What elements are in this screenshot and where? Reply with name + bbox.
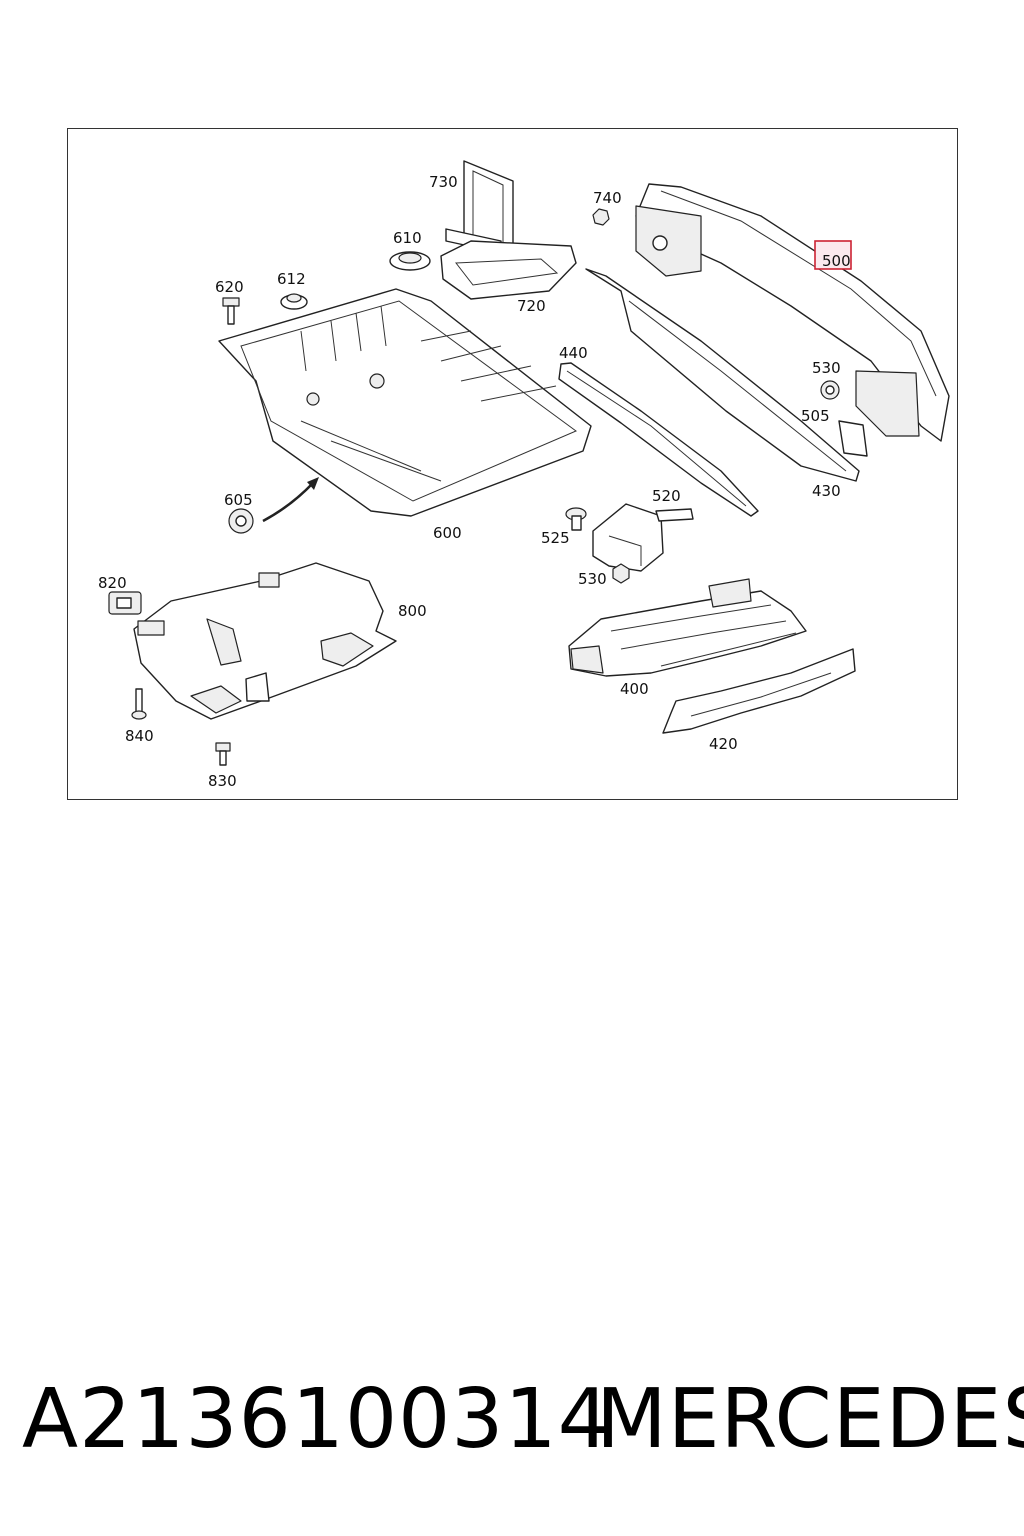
part-number: A2136100314 xyxy=(22,1372,611,1467)
part-420-sill xyxy=(662,648,856,734)
part-612-plug xyxy=(280,293,308,310)
part-525-bolt xyxy=(565,507,587,531)
highlight-box-500 xyxy=(814,240,852,270)
callout-420: 420 xyxy=(709,735,738,753)
callout-830: 830 xyxy=(208,772,237,790)
part-505-plate xyxy=(838,420,868,457)
part-610-grommet xyxy=(389,251,431,271)
brand-name: MERCEDES xyxy=(596,1372,1024,1467)
callout-605: 605 xyxy=(224,491,253,509)
part-740-nut xyxy=(592,208,610,226)
callout-800: 800 xyxy=(398,602,427,620)
part-620-bolt xyxy=(222,297,240,325)
part-600-wheel-well xyxy=(218,288,592,517)
exploded-parts-diagram: 730 740 610 620 612 720 500 440 530 505 … xyxy=(98,160,950,790)
callout-610: 610 xyxy=(393,229,422,247)
part-500-rear-panel xyxy=(635,183,950,442)
callout-740: 740 xyxy=(593,189,622,207)
callout-505: 505 xyxy=(801,407,830,425)
part-840-push-pin xyxy=(131,688,147,720)
part-530-nut-upper xyxy=(820,380,840,400)
parts-diagram-frame: 730 740 610 620 612 720 500 440 530 505 … xyxy=(67,128,958,800)
callout-430: 430 xyxy=(812,482,841,500)
callout-730: 730 xyxy=(429,173,458,191)
callout-600: 600 xyxy=(433,524,462,542)
assembly-arrow xyxy=(262,477,319,523)
callout-530-lower: 530 xyxy=(578,570,607,588)
callout-840: 840 xyxy=(125,727,154,745)
part-800-underbody-cover xyxy=(133,562,397,720)
callout-612: 612 xyxy=(277,270,306,288)
callout-400: 400 xyxy=(620,680,649,698)
part-430-rear-member xyxy=(585,268,860,482)
callout-620: 620 xyxy=(215,278,244,296)
callout-820: 820 xyxy=(98,574,127,592)
part-520-bracket xyxy=(592,503,694,572)
callout-525: 525 xyxy=(541,529,570,547)
part-720-tray xyxy=(440,240,577,300)
callout-720: 720 xyxy=(517,297,546,315)
callout-440: 440 xyxy=(559,344,588,362)
part-440-strip xyxy=(558,362,759,517)
callout-530-upper: 530 xyxy=(812,359,841,377)
part-530-nut-lower xyxy=(612,563,630,584)
product-caption: A2136100314 MERCEDES xyxy=(0,1370,1024,1470)
part-830-screw xyxy=(215,742,231,766)
part-400-floor-panel xyxy=(568,578,807,677)
callout-520: 520 xyxy=(652,487,681,505)
part-820-clip xyxy=(108,591,142,615)
callout-500-highlighted[interactable]: 500 xyxy=(822,252,851,270)
part-605-nut xyxy=(228,508,254,534)
